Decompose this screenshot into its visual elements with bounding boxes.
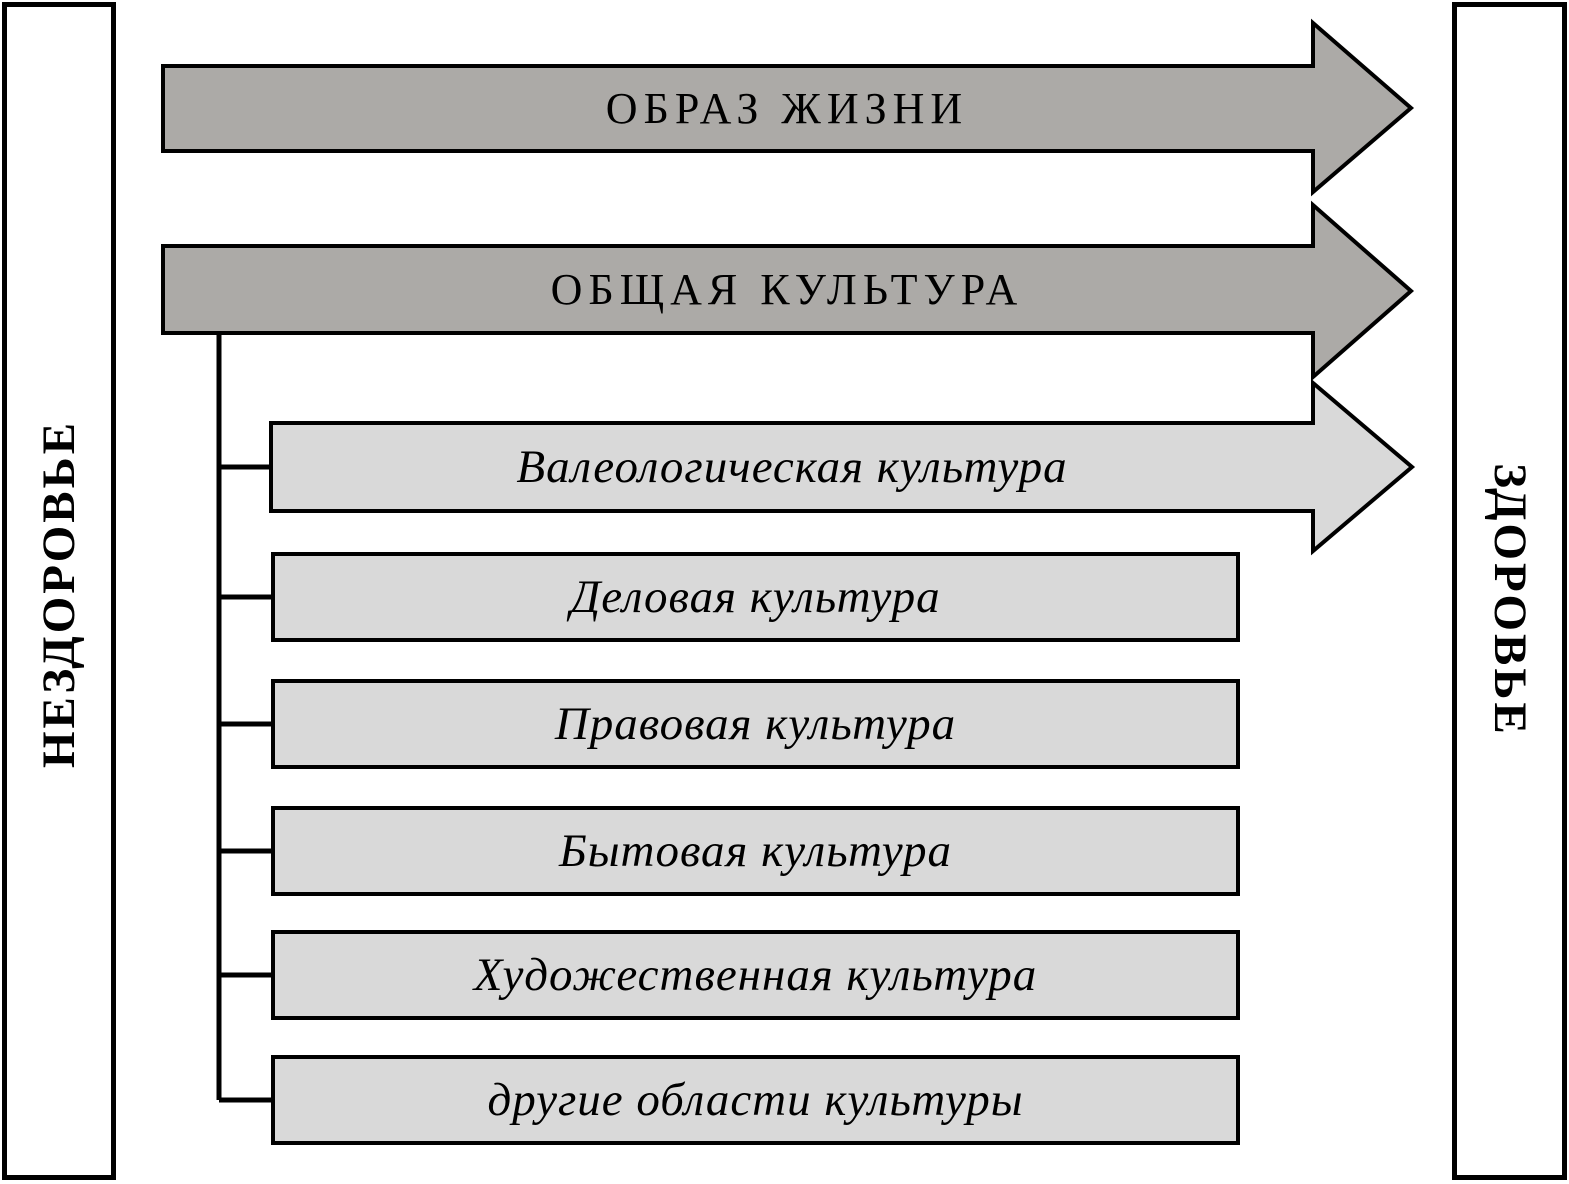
culture-box-label: Правовая культура bbox=[554, 698, 957, 750]
culture-box-label: Деловая культура bbox=[570, 571, 941, 623]
unhealth-panel bbox=[2, 2, 116, 1180]
general-culture-arrow-label: ОБЩАЯ КУЛЬТУРА bbox=[550, 265, 1024, 314]
health-panel bbox=[1452, 2, 1567, 1180]
culture-box-other: другие области культуры bbox=[271, 1055, 1240, 1145]
general-culture-arrow bbox=[161, 200, 1415, 382]
culture-box-artistic: Художественная культура bbox=[271, 930, 1240, 1020]
health-label: ЗДОРОВЬЕ bbox=[1484, 463, 1536, 737]
culture-box-legal: Правовая культура bbox=[271, 679, 1240, 769]
culture-box-label: другие области культуры bbox=[487, 1074, 1024, 1126]
culture-box-label: Художественная культура bbox=[473, 949, 1038, 1001]
connector-tree-lines bbox=[216, 334, 271, 1103]
culture-box-label: Бытовая культура bbox=[558, 825, 953, 877]
valeological-culture-arrow bbox=[269, 378, 1416, 556]
lifestyle-arrow-label: ОБРАЗ ЖИЗНИ bbox=[605, 84, 969, 133]
unhealth-label: НЕЗДОРОВЬЕ bbox=[33, 419, 85, 769]
lifestyle-arrow bbox=[161, 18, 1415, 197]
culture-box-household: Бытовая культура bbox=[271, 806, 1240, 896]
culture-box-business: Деловая культура bbox=[271, 552, 1240, 642]
valeological-culture-arrow-label: Валеологическая культура bbox=[516, 441, 1068, 493]
